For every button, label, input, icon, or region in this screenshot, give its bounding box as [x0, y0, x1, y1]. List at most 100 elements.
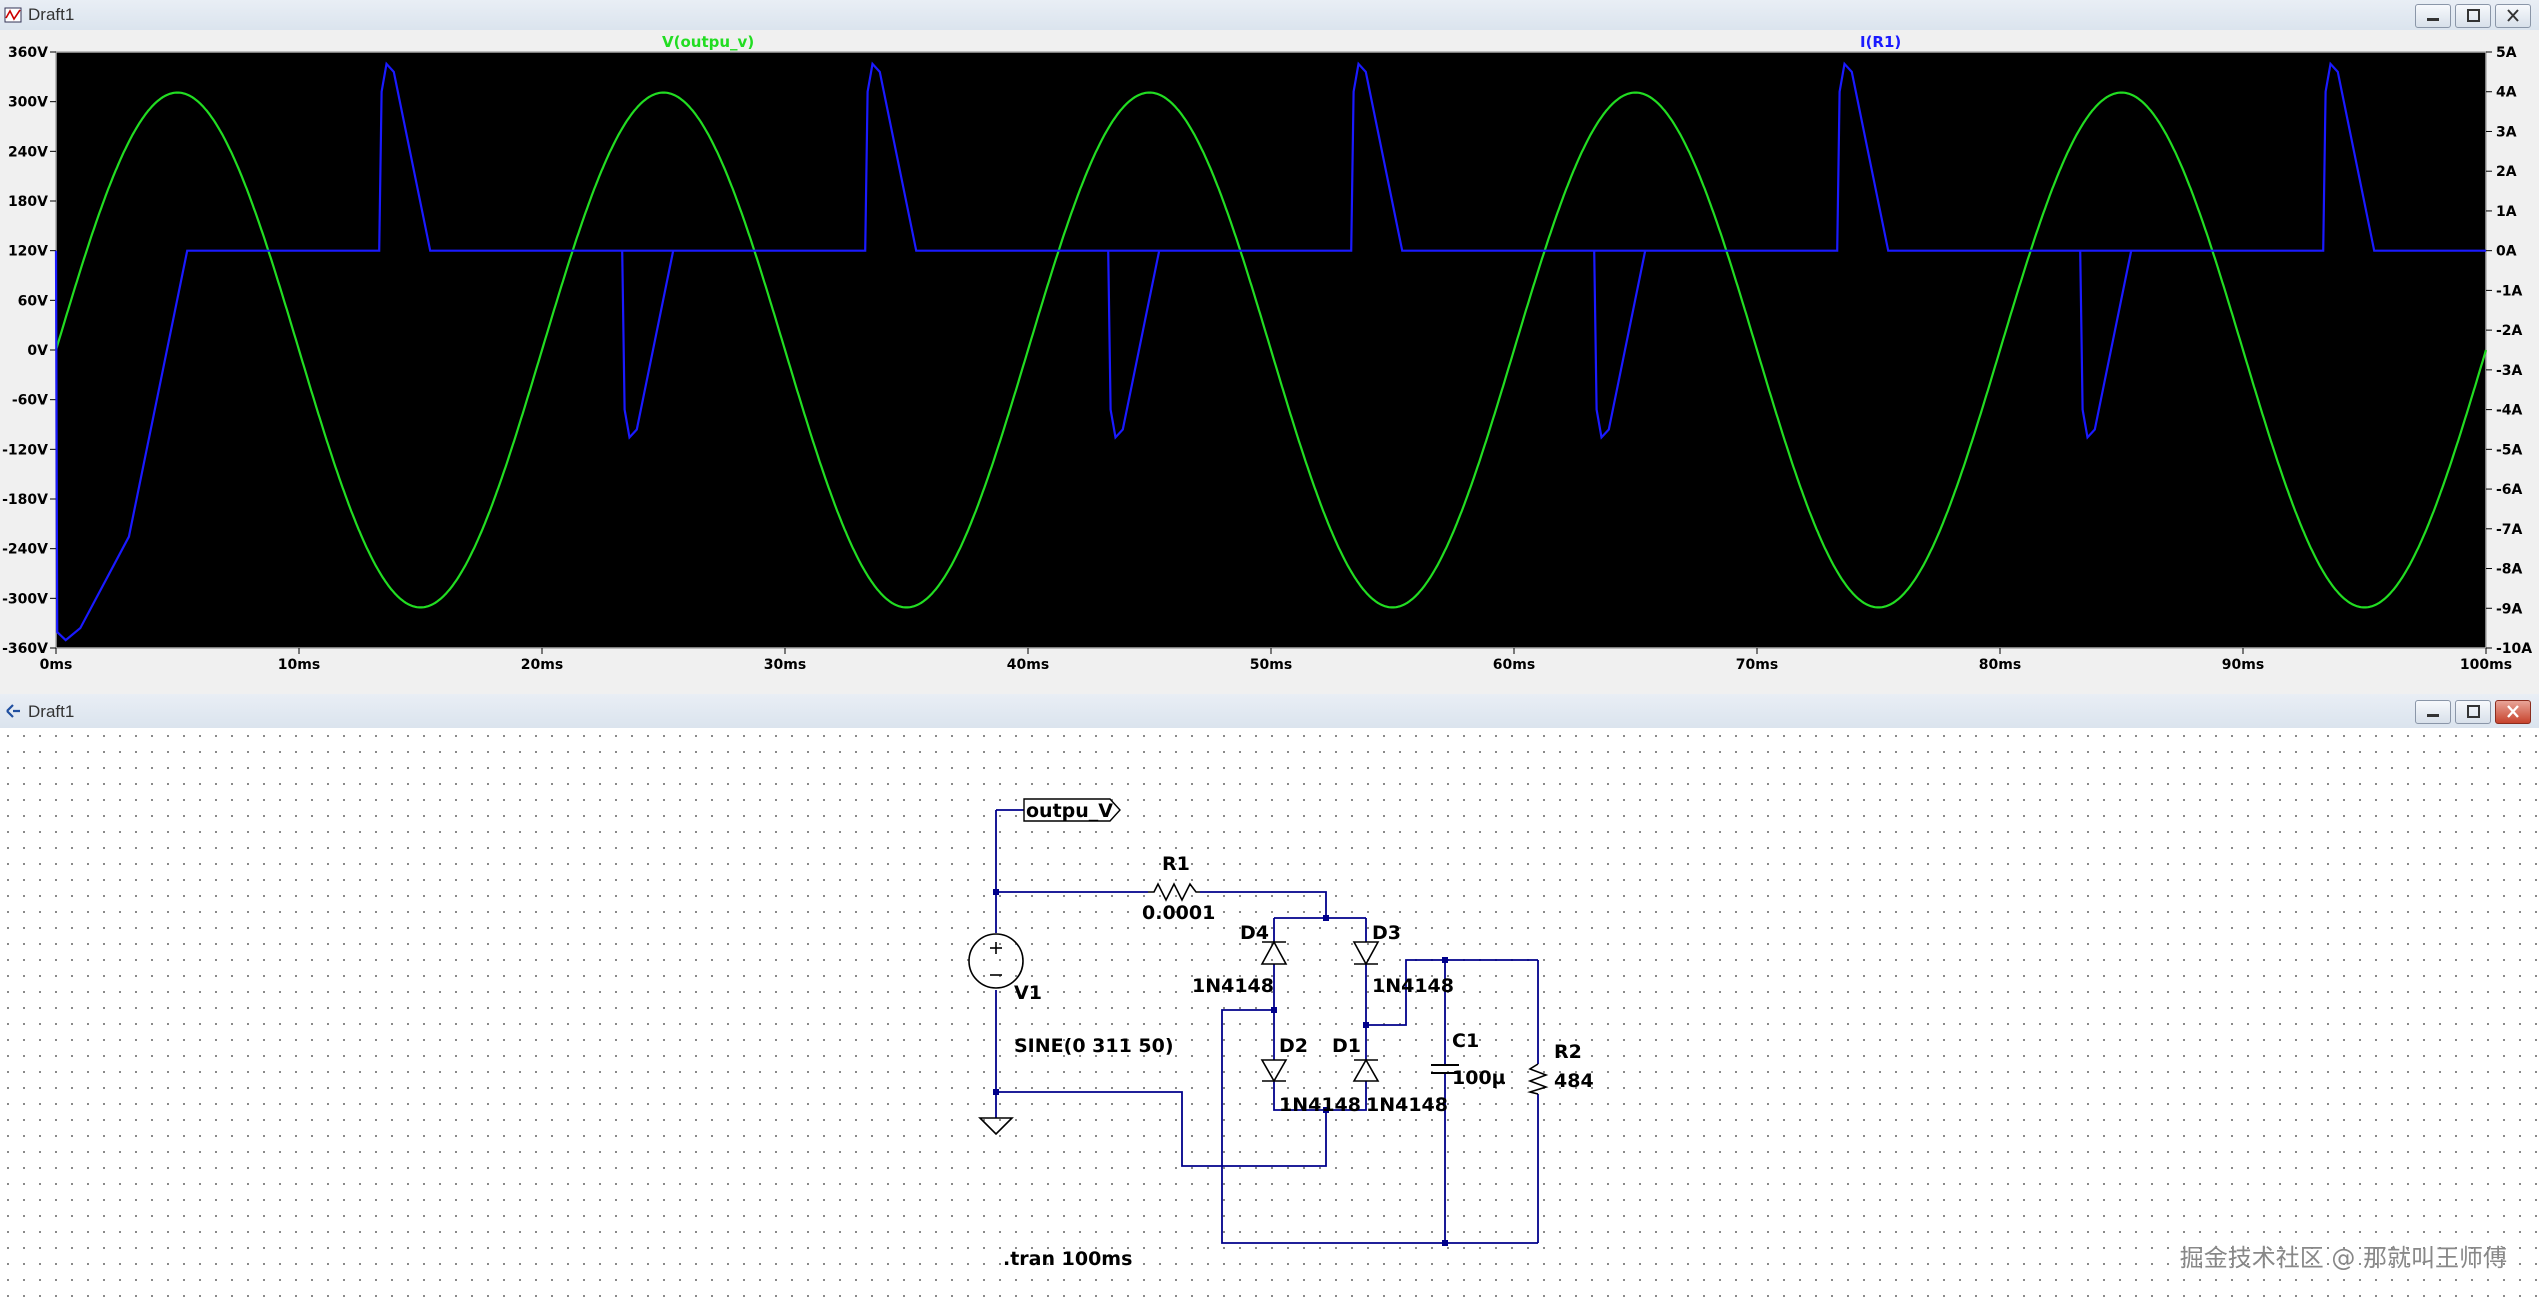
v1-value[interactable]: SINE(0 311 50): [1014, 1035, 1174, 1057]
schematic-minimize-button[interactable]: [2415, 700, 2451, 724]
y-right-tick-label: -4A: [2496, 403, 2523, 419]
maximize-button[interactable]: [2455, 4, 2491, 28]
d4-name[interactable]: D4: [1240, 922, 1269, 944]
x-tick-label: 0ms: [40, 657, 73, 673]
current-trace-negative-pulse: [1107, 250, 1161, 440]
r2-resistor[interactable]: [1527, 1063, 1549, 1095]
y-right-tick-label: -1A: [2496, 283, 2523, 299]
wire-v1-bottom[interactable]: [995, 1091, 1327, 1167]
r2-name[interactable]: R2: [1554, 1041, 1582, 1063]
watermark-text: 掘金技术社区 @ 那就叫王师傅: [2179, 1244, 2507, 1272]
x-tick-label: 40ms: [1007, 657, 1049, 673]
y-right-tick-label: 5A: [2496, 45, 2517, 61]
y-left-tick-label: 60V: [18, 293, 48, 309]
y-left-tick-label: 360V: [8, 45, 48, 61]
c1-value[interactable]: 100µ: [1452, 1067, 1506, 1089]
wires[interactable]: [995, 809, 1539, 1244]
minimize-icon: [2427, 18, 2439, 21]
r1-resistor[interactable]: [1148, 882, 1200, 902]
close-button[interactable]: [2495, 4, 2531, 28]
spice-directive[interactable]: .tran 100ms: [1003, 1248, 1132, 1270]
r1-name[interactable]: R1: [1162, 853, 1190, 875]
current-trace-main: [54, 61, 2486, 642]
y-left-tick-label: 180V: [8, 194, 48, 210]
y-left-tick-label: -60V: [12, 393, 48, 409]
r2-value[interactable]: 484: [1554, 1070, 1594, 1092]
voltage-trace: [54, 91, 2488, 609]
y-right-tick-label: 2A: [2496, 164, 2517, 180]
d1-name[interactable]: D1: [1332, 1035, 1361, 1057]
d3-diode[interactable]: [1352, 941, 1380, 966]
current-trace-negative-pulse: [2079, 250, 2133, 440]
d1-model[interactable]: 1N4148: [1366, 1094, 1448, 1116]
d2-model[interactable]: 1N4148: [1279, 1094, 1361, 1116]
x-tick-label: 30ms: [764, 657, 806, 673]
d2-name[interactable]: D2: [1279, 1035, 1308, 1057]
y-right-tick-label: -2A: [2496, 323, 2523, 339]
x-tick-label: 80ms: [1979, 657, 2021, 673]
y-left-tick-label: 240V: [8, 144, 48, 160]
x-tick-label: 90ms: [2222, 657, 2264, 673]
waveform-window-title: Draft1: [28, 5, 75, 24]
r1-value[interactable]: 0.0001: [1142, 902, 1215, 924]
d3-name[interactable]: D3: [1372, 922, 1401, 944]
restore-icon: [2467, 9, 2480, 22]
d3-model[interactable]: 1N4148: [1372, 975, 1454, 997]
schematic-titlebar[interactable]: Draft1: [0, 694, 2539, 729]
v1-source[interactable]: [968, 933, 1024, 989]
y-left-tick-label: -240V: [2, 542, 48, 558]
x-tick-label: 70ms: [1736, 657, 1778, 673]
schematic-icon: [6, 704, 20, 718]
schematic-canvas[interactable]: outpu_V R1 0.0001 D4 1N4148 D3 1N4148 D2…: [0, 728, 2539, 1305]
y-right-tick-label: 0A: [2496, 244, 2517, 260]
y-right-tick-label: 4A: [2496, 85, 2517, 101]
y-left-tick-label: 120V: [8, 244, 48, 260]
c1-capacitor[interactable]: [1431, 1064, 1459, 1074]
wire-negative-rail[interactable]: [1221, 1009, 1538, 1244]
current-trace-negative-pulse: [621, 250, 675, 440]
d2-diode[interactable]: [1260, 1059, 1288, 1083]
schematic-close-button[interactable]: [2495, 700, 2531, 724]
y-right-tick-label: -7A: [2496, 522, 2523, 538]
current-trace: [54, 61, 2486, 642]
minimize-icon: [2427, 714, 2439, 717]
schematic-maximize-button[interactable]: [2455, 700, 2491, 724]
net-label-flag[interactable]: [1023, 798, 1121, 822]
net-label-text[interactable]: outpu_V: [1026, 800, 1113, 822]
y-right-tick-label: -5A: [2496, 442, 2523, 458]
minimize-button[interactable]: [2415, 4, 2451, 28]
y-left-tick-label: -300V: [2, 591, 48, 607]
x-tick-label: 50ms: [1250, 657, 1292, 673]
d4-diode[interactable]: [1260, 940, 1288, 965]
y-left-tick-label: -360V: [2, 641, 48, 657]
trace-label-current[interactable]: I(R1): [1860, 33, 1901, 51]
wire-positive-rail[interactable]: [1366, 959, 1538, 1026]
wire-bridge-bottom[interactable]: [1273, 1081, 1367, 1111]
wire-r1-bridge[interactable]: [1200, 891, 1327, 918]
waveform-titlebar[interactable]: Draft1: [0, 0, 2539, 31]
close-icon: [2507, 705, 2519, 718]
y-left-tick-label: -180V: [2, 492, 48, 508]
close-icon: [2507, 9, 2519, 22]
y-right-tick-label: -9A: [2496, 601, 2523, 617]
d1-diode[interactable]: [1352, 1058, 1380, 1082]
schematic-window-title: Draft1: [28, 702, 75, 721]
c1-name[interactable]: C1: [1452, 1030, 1479, 1052]
ground-symbol[interactable]: [978, 1117, 1014, 1136]
y-left-tick-label: 300V: [8, 95, 48, 111]
v1-name[interactable]: V1: [1014, 982, 1042, 1004]
y-right-tick-label: 1A: [2496, 204, 2517, 220]
x-tick-label: 100ms: [2460, 657, 2512, 673]
y-right-tick-label: 3A: [2496, 124, 2517, 140]
trace-label-voltage[interactable]: V(outpu_v): [662, 33, 754, 51]
y-left-tick-label: 0V: [27, 343, 48, 359]
d4-model[interactable]: 1N4148: [1192, 975, 1274, 997]
ltspice-plot-icon: [4, 7, 22, 23]
y-right-tick-label: -3A: [2496, 363, 2523, 379]
junction-dots: [993, 889, 1448, 1246]
y-right-tick-label: -8A: [2496, 562, 2523, 578]
schematic-window: Draft1: [0, 694, 2539, 1305]
